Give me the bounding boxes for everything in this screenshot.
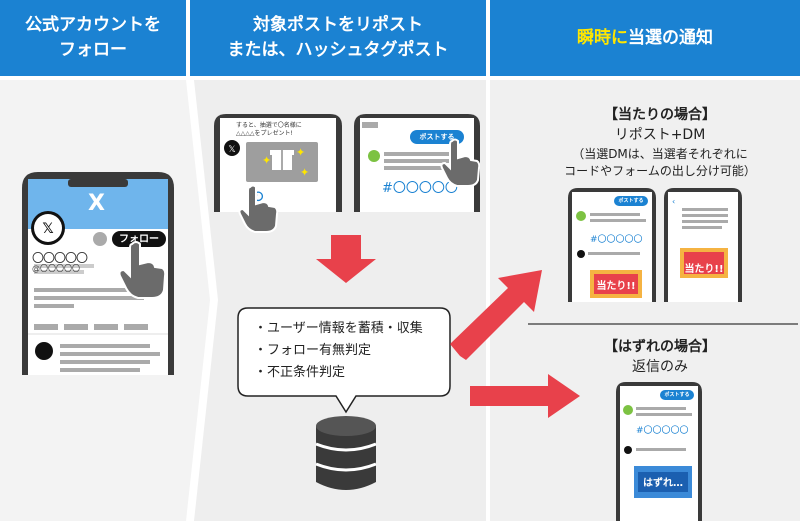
tap-hand-icon [118, 241, 166, 299]
header-step-repost-line1: 対象ポストをリポスト [253, 15, 423, 35]
phone-lose [616, 382, 702, 521]
post-button[interactable]: ポストする [419, 133, 455, 141]
profile-name: 〇〇〇〇〇 [32, 251, 88, 265]
win-note-1: （当選DMは、当選者それぞれに [572, 147, 748, 161]
header-step-notify-highlight: 瞬時に [577, 27, 628, 48]
speech-bubble [237, 307, 451, 414]
tap-hand-icon-post [440, 138, 480, 187]
lose-card-label: はずれ… [643, 478, 683, 489]
header-step-repost: 対象ポストをリポスト または、ハッシュタグポスト [190, 0, 486, 76]
phone-win-dm: ‹ [664, 188, 742, 302]
header-step-repost-line2: または、ハッシュタグポスト [227, 40, 449, 60]
post-card-line2: △△△△をプレゼント! [236, 130, 293, 137]
header-step-follow-line1: 公式アカウントを [25, 15, 161, 35]
database-icon [315, 416, 377, 490]
tap-hand-icon-repost [238, 184, 278, 233]
win-note-2: コードやフォームの出し分け可能） [564, 164, 756, 178]
svg-text:‹: ‹ [672, 197, 675, 206]
win-subtitle: リポスト+DM [614, 127, 706, 143]
win-card-label-1: 当たり!! [596, 281, 636, 292]
lose-subtitle: 返信のみ [632, 359, 688, 375]
post-hashtag: #〇〇〇〇〇 [382, 181, 458, 196]
bubble-item-2: ・フォロー有無判定 [254, 343, 372, 358]
lose-post-hashtag: #〇〇〇〇〇 [636, 426, 689, 436]
phone-follow: 𝕏 [22, 172, 174, 375]
svg-text:𝕏: 𝕏 [42, 221, 53, 237]
phone-win-post [568, 188, 656, 302]
phone-follow-logo: X [88, 191, 105, 216]
arrow-to-lose [470, 374, 580, 418]
win-post-button[interactable]: ポストする [618, 198, 644, 204]
win-title: 【当たりの場合】 [604, 107, 716, 123]
bubble-item-3: ・不正条件判定 [254, 365, 346, 380]
post-card-line1: すると、抽選で〇名様に [236, 122, 302, 129]
header-step-notify: 瞬時に当選の通知 [490, 0, 800, 76]
follow-button[interactable]: フォロー [119, 234, 159, 245]
phone-hashtag-post [354, 114, 480, 212]
win-card-label-2: 当たり!! [684, 264, 724, 275]
svg-text:𝕏: 𝕏 [228, 145, 235, 155]
follow-button-shape [112, 231, 166, 247]
lose-post-button[interactable]: ポストする [664, 392, 690, 398]
phone-repost: 𝕏 ✦ ✦ ✦ ⟲ [214, 114, 342, 212]
arrow-to-win [450, 270, 542, 360]
bubble-list: ・ユーザー情報を蓄積・収集 ・フォロー有無判定 ・不正条件判定 [254, 318, 423, 384]
profile-handle: @〇〇〇〇〇 [32, 264, 80, 273]
header-step-follow: 公式アカウントを フォロー [0, 0, 186, 76]
header-step-follow-line2: フォロー [59, 40, 127, 60]
svg-text:✦: ✦ [262, 154, 271, 167]
lose-title: 【はずれの場合】 [604, 339, 716, 355]
svg-text:✦: ✦ [300, 166, 309, 179]
header-step-notify-rest: 当選の通知 [628, 27, 713, 48]
win-post-hashtag: #〇〇〇〇〇 [590, 235, 643, 245]
arrow-down [316, 235, 376, 283]
bubble-item-1: ・ユーザー情報を蓄積・収集 [254, 321, 423, 336]
svg-text:✦: ✦ [296, 146, 305, 159]
